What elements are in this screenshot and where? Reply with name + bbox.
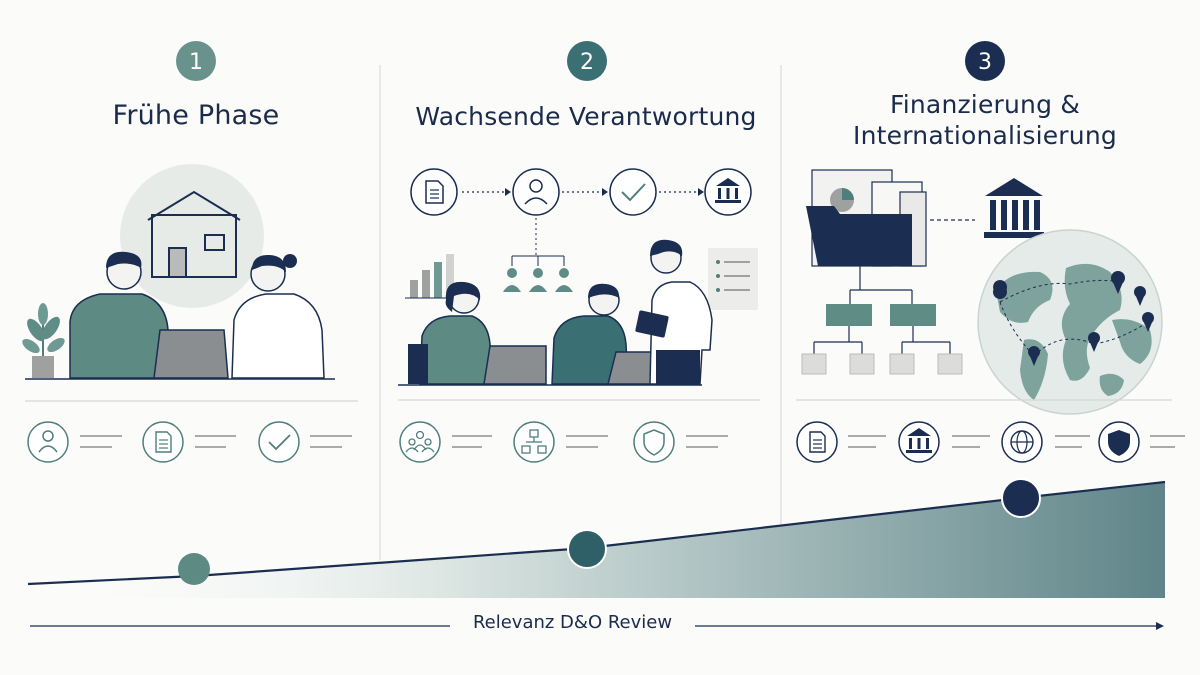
globe-icon	[1001, 421, 1043, 463]
document-icon	[410, 168, 458, 216]
org-chart-icon	[513, 421, 555, 463]
house-backdrop	[120, 164, 264, 308]
shield-icon	[1098, 421, 1140, 463]
document-icon	[142, 421, 184, 463]
phase-3-badge: 3	[965, 41, 1005, 81]
man-figure	[69, 251, 169, 379]
phase-3-illustration	[796, 169, 1172, 415]
relevance-area	[28, 482, 1165, 598]
milestone-2-marker	[567, 529, 607, 569]
phase-2-badge: 2	[567, 41, 607, 81]
relevance-curve	[27, 478, 1166, 598]
phase-2-title: Wachsende Verantwortung	[415, 102, 757, 131]
phase-1-icon-row	[27, 421, 352, 463]
globe-icon	[977, 229, 1163, 415]
org-chart	[511, 218, 565, 266]
laptop-icon	[483, 345, 547, 385]
bank-icon	[898, 421, 940, 463]
phase-3-title-line-2: Internationalisierung	[853, 120, 1117, 150]
location-pin-icon	[993, 271, 1154, 366]
arrow-right-icon	[1156, 622, 1164, 630]
milestone-3-marker	[1001, 478, 1041, 518]
folder-icon	[806, 169, 927, 267]
check-icon	[609, 168, 657, 216]
team-icon	[503, 268, 573, 292]
user-icon	[512, 168, 560, 216]
org-chart	[801, 266, 963, 375]
group-icon	[399, 421, 441, 463]
laptop-icon	[153, 329, 229, 379]
phase-3-title-line-1: Finanzierung &	[889, 90, 1081, 119]
phase-3-title: Finanzierung & Internationalisierung	[800, 90, 1170, 151]
check-icon	[258, 421, 300, 463]
phase-2-illustration	[398, 168, 760, 401]
standing-man-figure	[635, 239, 713, 385]
phase-3-number: 3	[978, 50, 992, 75]
phase-1-number: 1	[189, 50, 203, 75]
phase-2-number: 2	[580, 50, 594, 75]
document-icon	[796, 421, 838, 463]
shield-icon	[633, 421, 675, 463]
woman-figure	[408, 281, 493, 385]
plant-icon	[22, 303, 65, 378]
bank-icon	[984, 178, 1044, 238]
house-icon	[147, 190, 241, 278]
milestone-1-marker	[178, 553, 210, 585]
man-figure	[551, 283, 629, 385]
phase-2-icon-row	[399, 421, 728, 463]
review-axis-label: Relevanz D&O Review	[450, 612, 695, 633]
bank-icon	[704, 168, 752, 216]
user-icon	[27, 421, 69, 463]
woman-figure	[231, 254, 325, 379]
phase-1-illustration	[22, 164, 358, 402]
phase-1-badge: 1	[176, 41, 216, 81]
phase-1-title: Frühe Phase	[112, 100, 280, 131]
checklist-icon	[708, 248, 758, 310]
phase-3-icon-row	[796, 421, 1185, 463]
